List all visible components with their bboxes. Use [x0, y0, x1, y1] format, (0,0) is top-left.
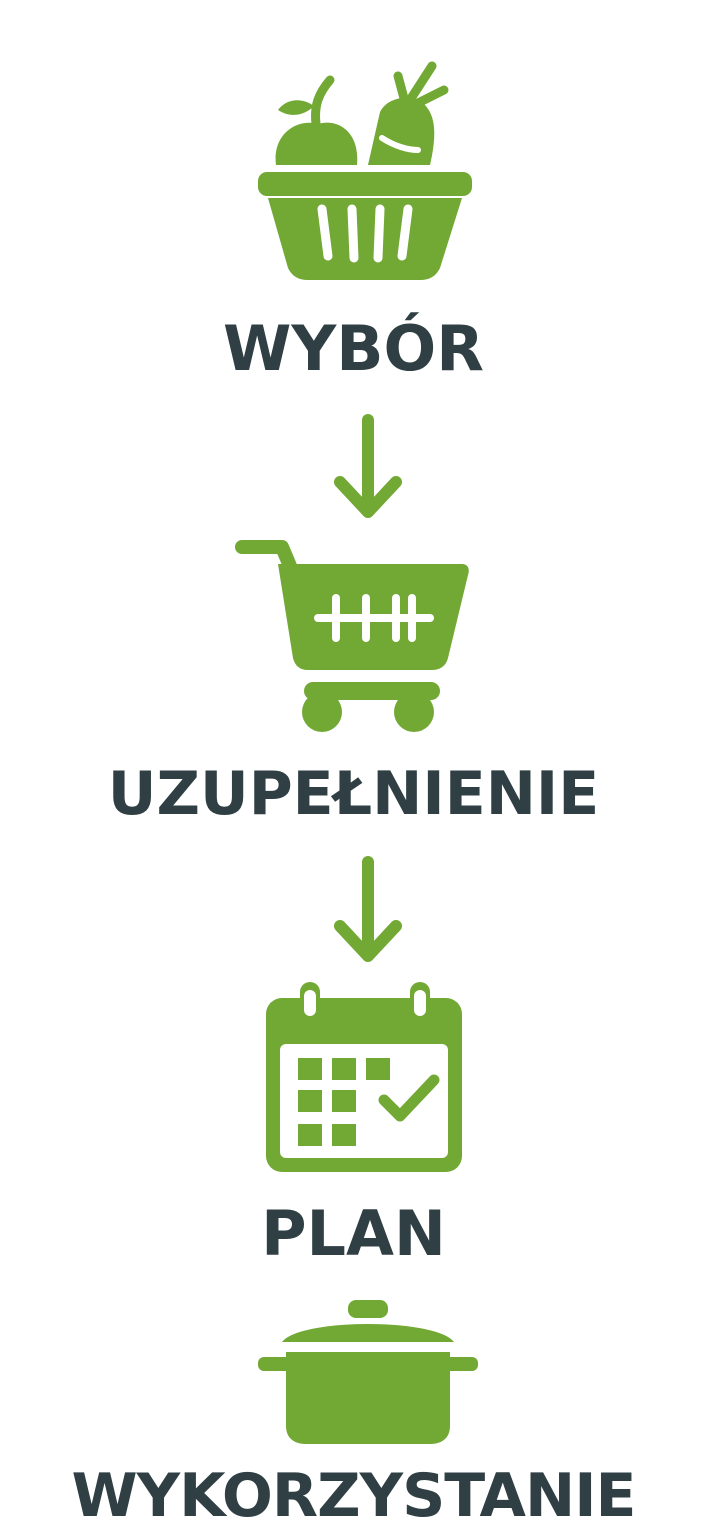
cooking-pot-icon [258, 1300, 478, 1444]
step-4: WYKORZYSTANIE [0, 1290, 707, 1536]
step-label-wybor: WYBÓR [223, 312, 484, 385]
calendar-check-icon [266, 982, 462, 1172]
basket-with-vegetables-icon [258, 61, 472, 280]
arrow-down-icon [334, 414, 402, 518]
step-label-plan: PLAN [261, 1197, 446, 1270]
arrow-down-icon [334, 856, 402, 962]
step-1: WYBÓR [0, 0, 707, 400]
step-label-uzupelnienie: UZUPEŁNIENIE [107, 759, 600, 829]
step-2: UZUPEŁNIENIE [0, 530, 707, 840]
step-label-wykorzystanie: WYKORZYSTANIE [71, 1461, 636, 1531]
shopping-cart-icon [235, 540, 469, 732]
step-3: PLAN [0, 975, 707, 1275]
